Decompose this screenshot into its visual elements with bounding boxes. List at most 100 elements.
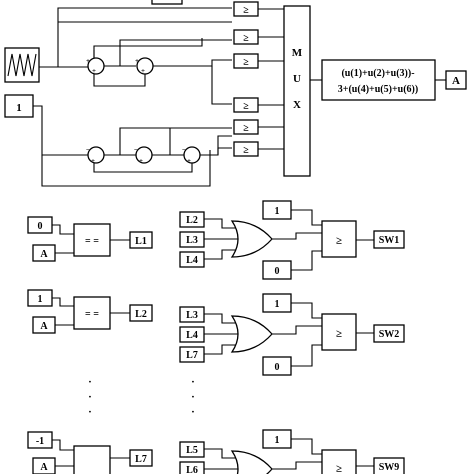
const-block-row2[interactable]: 1 bbox=[27, 289, 53, 307]
mux-block[interactable]: M U X bbox=[283, 5, 311, 177]
svg-text:1: 1 bbox=[275, 299, 280, 310]
sum-block-2[interactable]: + + bbox=[135, 57, 154, 75]
svg-text:U: U bbox=[293, 73, 301, 85]
or-input-row2-3[interactable]: L7 bbox=[179, 346, 205, 363]
function-expression-line2: 3+(u(4)+u(5)+u(6)) bbox=[338, 84, 418, 95]
logic-row-3: -1 A L7 L5 L6 1 bbox=[27, 429, 405, 474]
svg-text:·: · bbox=[88, 391, 92, 403]
svg-text:X: X bbox=[293, 99, 301, 111]
svg-text:≥: ≥ bbox=[336, 328, 342, 340]
switch-const-top-row2[interactable]: 1 bbox=[262, 293, 292, 313]
equal-output-row2[interactable]: L2 bbox=[129, 304, 153, 322]
svg-text:≥: ≥ bbox=[243, 101, 249, 112]
switch-output-row2[interactable]: SW2 bbox=[373, 324, 405, 343]
logic-row-2: 1 A = = L2 L3 L4 L7 bbox=[27, 289, 405, 376]
ellipsis-right: · · · bbox=[191, 376, 195, 418]
svg-text:A: A bbox=[40, 249, 48, 260]
sum-block-5[interactable]: + − bbox=[182, 146, 201, 165]
svg-text:L3: L3 bbox=[186, 235, 198, 246]
svg-text:= =: = = bbox=[85, 236, 99, 247]
partial-block bbox=[151, 0, 183, 5]
svg-text:+: + bbox=[141, 67, 145, 75]
or-input-row2-2[interactable]: L4 bbox=[179, 326, 205, 343]
svg-text:+: + bbox=[91, 157, 95, 165]
input-a-block-row2[interactable]: A bbox=[32, 316, 56, 334]
compare-block-4[interactable]: ≥ bbox=[233, 97, 259, 113]
svg-text:SW1: SW1 bbox=[379, 235, 400, 246]
input-a-block-row1[interactable]: A bbox=[32, 244, 56, 262]
logic-row-1: 0 A = = L1 L2 L3 L4 bbox=[27, 200, 405, 280]
svg-text:L4: L4 bbox=[186, 330, 198, 341]
compare-block-row2[interactable]: ≥ bbox=[321, 313, 357, 351]
svg-text:L6: L6 bbox=[186, 465, 198, 474]
equal-output-row1[interactable]: L1 bbox=[129, 231, 153, 249]
or-input-row1-3[interactable]: L4 bbox=[179, 251, 205, 268]
switch-const-bottom-row2[interactable]: 0 bbox=[262, 356, 292, 376]
compare-block-3[interactable]: ≥ bbox=[233, 53, 259, 69]
sum-block-4[interactable]: + − bbox=[134, 146, 153, 165]
signal-generator-block[interactable] bbox=[4, 47, 40, 83]
equal-block-row1[interactable]: = = bbox=[73, 223, 111, 257]
svg-text:A: A bbox=[40, 462, 48, 473]
svg-text:0: 0 bbox=[38, 221, 43, 232]
svg-text:≥: ≥ bbox=[243, 123, 249, 134]
svg-text:-1: -1 bbox=[36, 436, 44, 447]
svg-text:L2: L2 bbox=[135, 309, 147, 320]
svg-text:L3: L3 bbox=[186, 310, 198, 321]
switch-output-row1[interactable]: SW1 bbox=[373, 230, 405, 249]
svg-text:+: + bbox=[187, 157, 191, 165]
or-input-row1-1[interactable]: L2 bbox=[179, 211, 205, 228]
svg-text:+: + bbox=[86, 57, 90, 65]
sum-block-1[interactable]: + + bbox=[86, 57, 105, 75]
or-input-row1-2[interactable]: L3 bbox=[179, 231, 205, 248]
top-section: 1 + + + + bbox=[4, 0, 467, 187]
triangle-wave-icon bbox=[7, 53, 37, 77]
compare-block-5[interactable]: ≥ bbox=[233, 119, 259, 135]
svg-text:≥: ≥ bbox=[243, 33, 249, 44]
svg-text:SW9: SW9 bbox=[379, 462, 400, 473]
equal-block-row2[interactable]: = = bbox=[73, 296, 111, 330]
function-block[interactable]: (u(1)+u(2)+u(3))- 3+(u(4)+u(5)+u(6)) bbox=[321, 59, 436, 101]
or-gate-row2[interactable] bbox=[230, 315, 273, 353]
equal-block-row3[interactable] bbox=[73, 445, 111, 474]
switch-const-bottom-row1[interactable]: 0 bbox=[262, 260, 292, 280]
compare-block-row1[interactable]: ≥ bbox=[321, 220, 357, 258]
equal-output-row3[interactable]: L7 bbox=[129, 449, 153, 467]
constant-one-label: 1 bbox=[16, 102, 22, 114]
or-input-row2-1[interactable]: L3 bbox=[179, 306, 205, 323]
constant-one-block[interactable]: 1 bbox=[4, 94, 34, 118]
svg-text:−: − bbox=[182, 146, 186, 154]
svg-text:1: 1 bbox=[275, 206, 280, 217]
compare-block-6[interactable]: ≥ bbox=[233, 141, 259, 157]
const-block-row3[interactable]: -1 bbox=[27, 431, 53, 449]
switch-output-row3[interactable]: SW9 bbox=[373, 457, 405, 474]
svg-text:+: + bbox=[139, 157, 143, 165]
svg-text:+: + bbox=[135, 57, 139, 65]
compare-block-1[interactable]: ≥ bbox=[233, 1, 259, 17]
svg-text:≥: ≥ bbox=[243, 145, 249, 156]
switch-const-top-row3[interactable]: 1 bbox=[262, 429, 292, 449]
svg-text:0: 0 bbox=[275, 362, 280, 373]
svg-text:L7: L7 bbox=[186, 350, 198, 361]
compare-block-2[interactable]: ≥ bbox=[233, 29, 259, 45]
function-expression-line1: (u(1)+u(2)+u(3))- bbox=[341, 68, 414, 79]
input-a-block-row3[interactable]: A bbox=[32, 457, 56, 474]
sum-block-3[interactable]: + − bbox=[86, 146, 105, 165]
svg-text:A: A bbox=[452, 75, 460, 87]
svg-text:·: · bbox=[191, 406, 195, 418]
output-a-block[interactable]: A bbox=[445, 70, 467, 90]
svg-text:A: A bbox=[40, 321, 48, 332]
or-input-row3-1[interactable]: L5 bbox=[179, 441, 205, 458]
svg-text:≥: ≥ bbox=[243, 57, 249, 68]
svg-text:0: 0 bbox=[275, 266, 280, 277]
svg-text:·: · bbox=[191, 376, 195, 388]
switch-const-top-row1[interactable]: 1 bbox=[262, 200, 292, 220]
or-gate-row3[interactable] bbox=[230, 450, 273, 474]
const-block-row1[interactable]: 0 bbox=[27, 216, 53, 234]
svg-text:≥: ≥ bbox=[336, 235, 342, 247]
svg-text:·: · bbox=[191, 391, 195, 403]
or-gate-row1[interactable] bbox=[230, 220, 273, 258]
compare-block-row3[interactable]: ≥ bbox=[321, 449, 357, 474]
or-input-row3-2[interactable]: L6 bbox=[179, 461, 205, 474]
